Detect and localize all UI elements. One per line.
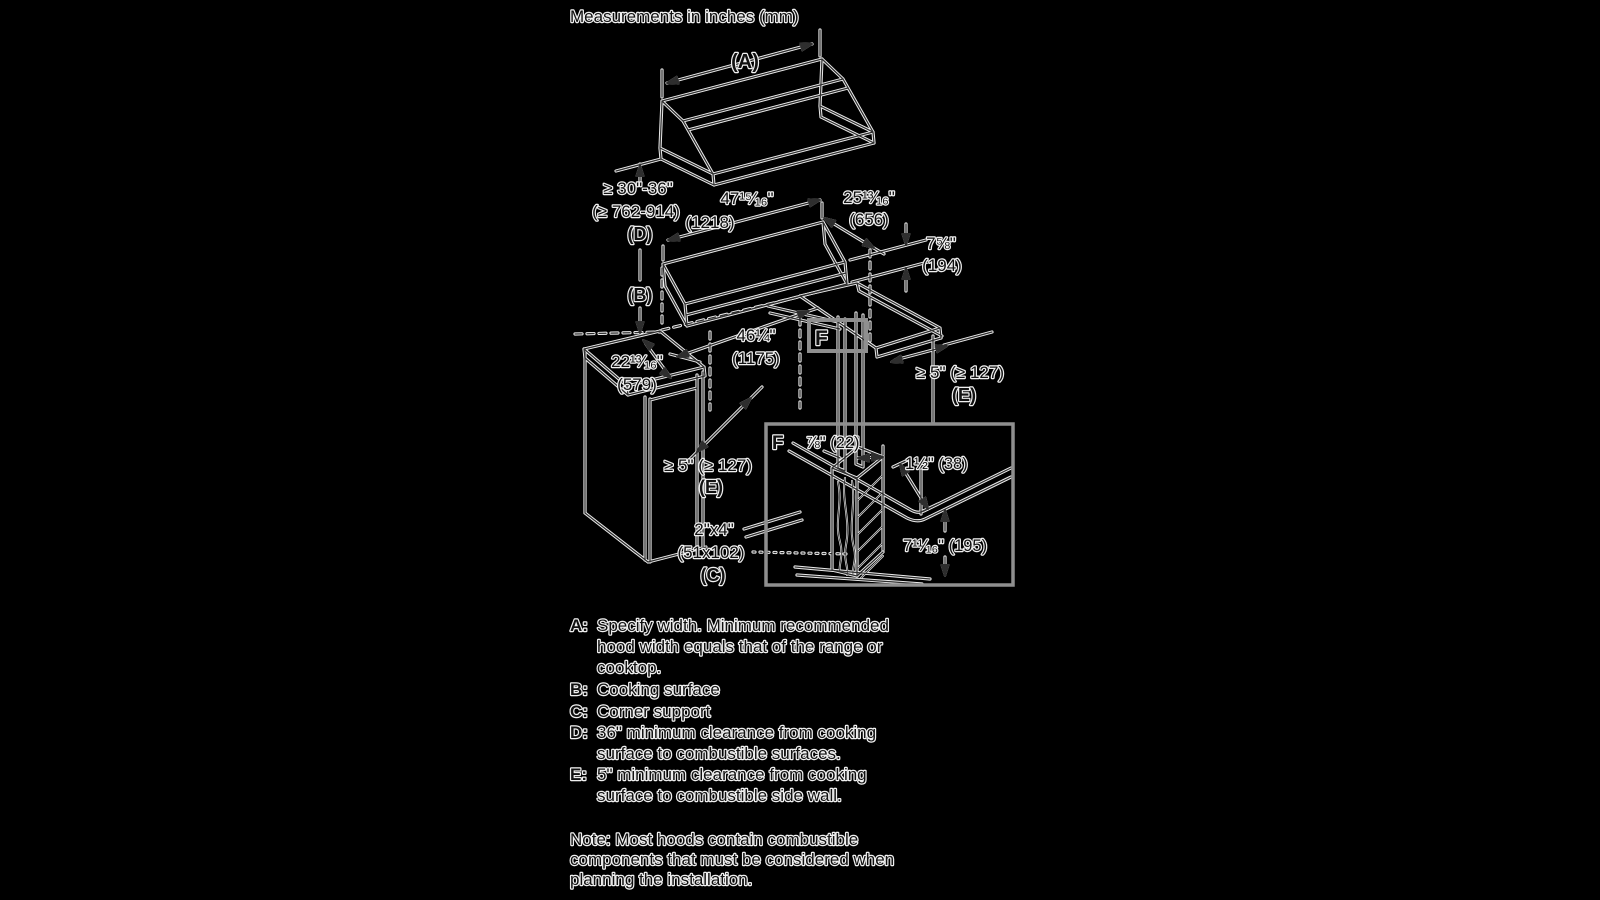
clearance-right-value: ≥ 5" (≥ 127) — [916, 363, 1004, 382]
counter-depth-inches: 22¹³⁄₁₆" — [611, 352, 663, 371]
legend-a-line2: hood width equals that of the range or — [597, 637, 883, 656]
clearance-right-letter: (E) — [952, 385, 976, 405]
legend-letter-b: B: — [570, 680, 588, 699]
legend-letter-c: C: — [570, 702, 588, 721]
inset-stud-width: ⅞" (22) — [806, 434, 860, 452]
stud-size-mm: (51x102) — [677, 543, 744, 562]
detail-f-inset-label: F — [772, 433, 784, 454]
dim-d-letter: (D) — [628, 224, 653, 244]
note-line3: planning the installation. — [570, 870, 752, 889]
note: Note: Most hoods contain combustible com… — [569, 829, 896, 890]
inset-support-height: 7¹¹⁄₁₆" (195) — [903, 537, 987, 555]
counter-depth-mm: (579) — [617, 375, 657, 394]
legend: A: Specify width. Minimum recommended ho… — [569, 615, 890, 806]
dim-a-label: (A) — [731, 51, 759, 73]
legend-c-line1: Corner support — [597, 702, 711, 721]
note-line2: components that must be considered when — [570, 850, 894, 869]
hood-width-mm: (1218) — [685, 213, 734, 232]
clearance-left-value: ≥ 5" (≥ 127) — [664, 456, 752, 475]
legend-b-line1: Cooking surface — [597, 680, 720, 699]
hood-height-mm: (194) — [922, 256, 962, 275]
dim-d-mm: (≥ 762-914) — [592, 202, 680, 221]
legend-letter-e: E: — [570, 765, 587, 784]
note-line1: Note: Most hoods contain combustible — [570, 830, 858, 849]
detail-f-highlight-box — [807, 318, 868, 353]
cutout-width-mm: (1175) — [732, 349, 780, 368]
hood-depth-mm: (656) — [849, 210, 889, 229]
detail-f-inset-box — [764, 422, 1015, 587]
legend-e-line1: 5" minimum clearance from cooking — [597, 765, 867, 784]
hood-height-inches: 7⅝" — [926, 234, 956, 253]
legend-letter-a: A: — [570, 616, 588, 635]
inset-rail-width: 1½" (38) — [905, 455, 968, 473]
hood-width-inches: 47¹⁵⁄₁₆" — [720, 189, 773, 208]
stud-size: 2"x4" — [694, 520, 733, 539]
clearance-left-letter: (E) — [699, 477, 723, 497]
diagram-title: Measurements in inches (mm) — [570, 7, 799, 26]
legend-d-line1: 36" minimum clearance from cooking — [597, 723, 876, 742]
cutout-width-inches: 46¼" — [736, 326, 775, 345]
legend-letter-d: D: — [570, 723, 588, 742]
legend-d-line2: surface to combustible surfaces. — [597, 744, 841, 763]
legend-a-line3: cooktop. — [597, 658, 661, 677]
stud-letter: (C) — [701, 565, 726, 585]
detail-f-main-label: F — [815, 327, 828, 350]
dim-b-letter: (B) — [628, 285, 653, 305]
legend-a-line1: Specify width. Minimum recommended — [597, 616, 889, 635]
dim-d-inches: ≥ 30"-36" — [603, 179, 673, 198]
legend-e-line2: surface to combustible side wall. — [597, 786, 842, 805]
hood-depth-inches: 25¹³⁄₁₆" — [843, 188, 895, 207]
